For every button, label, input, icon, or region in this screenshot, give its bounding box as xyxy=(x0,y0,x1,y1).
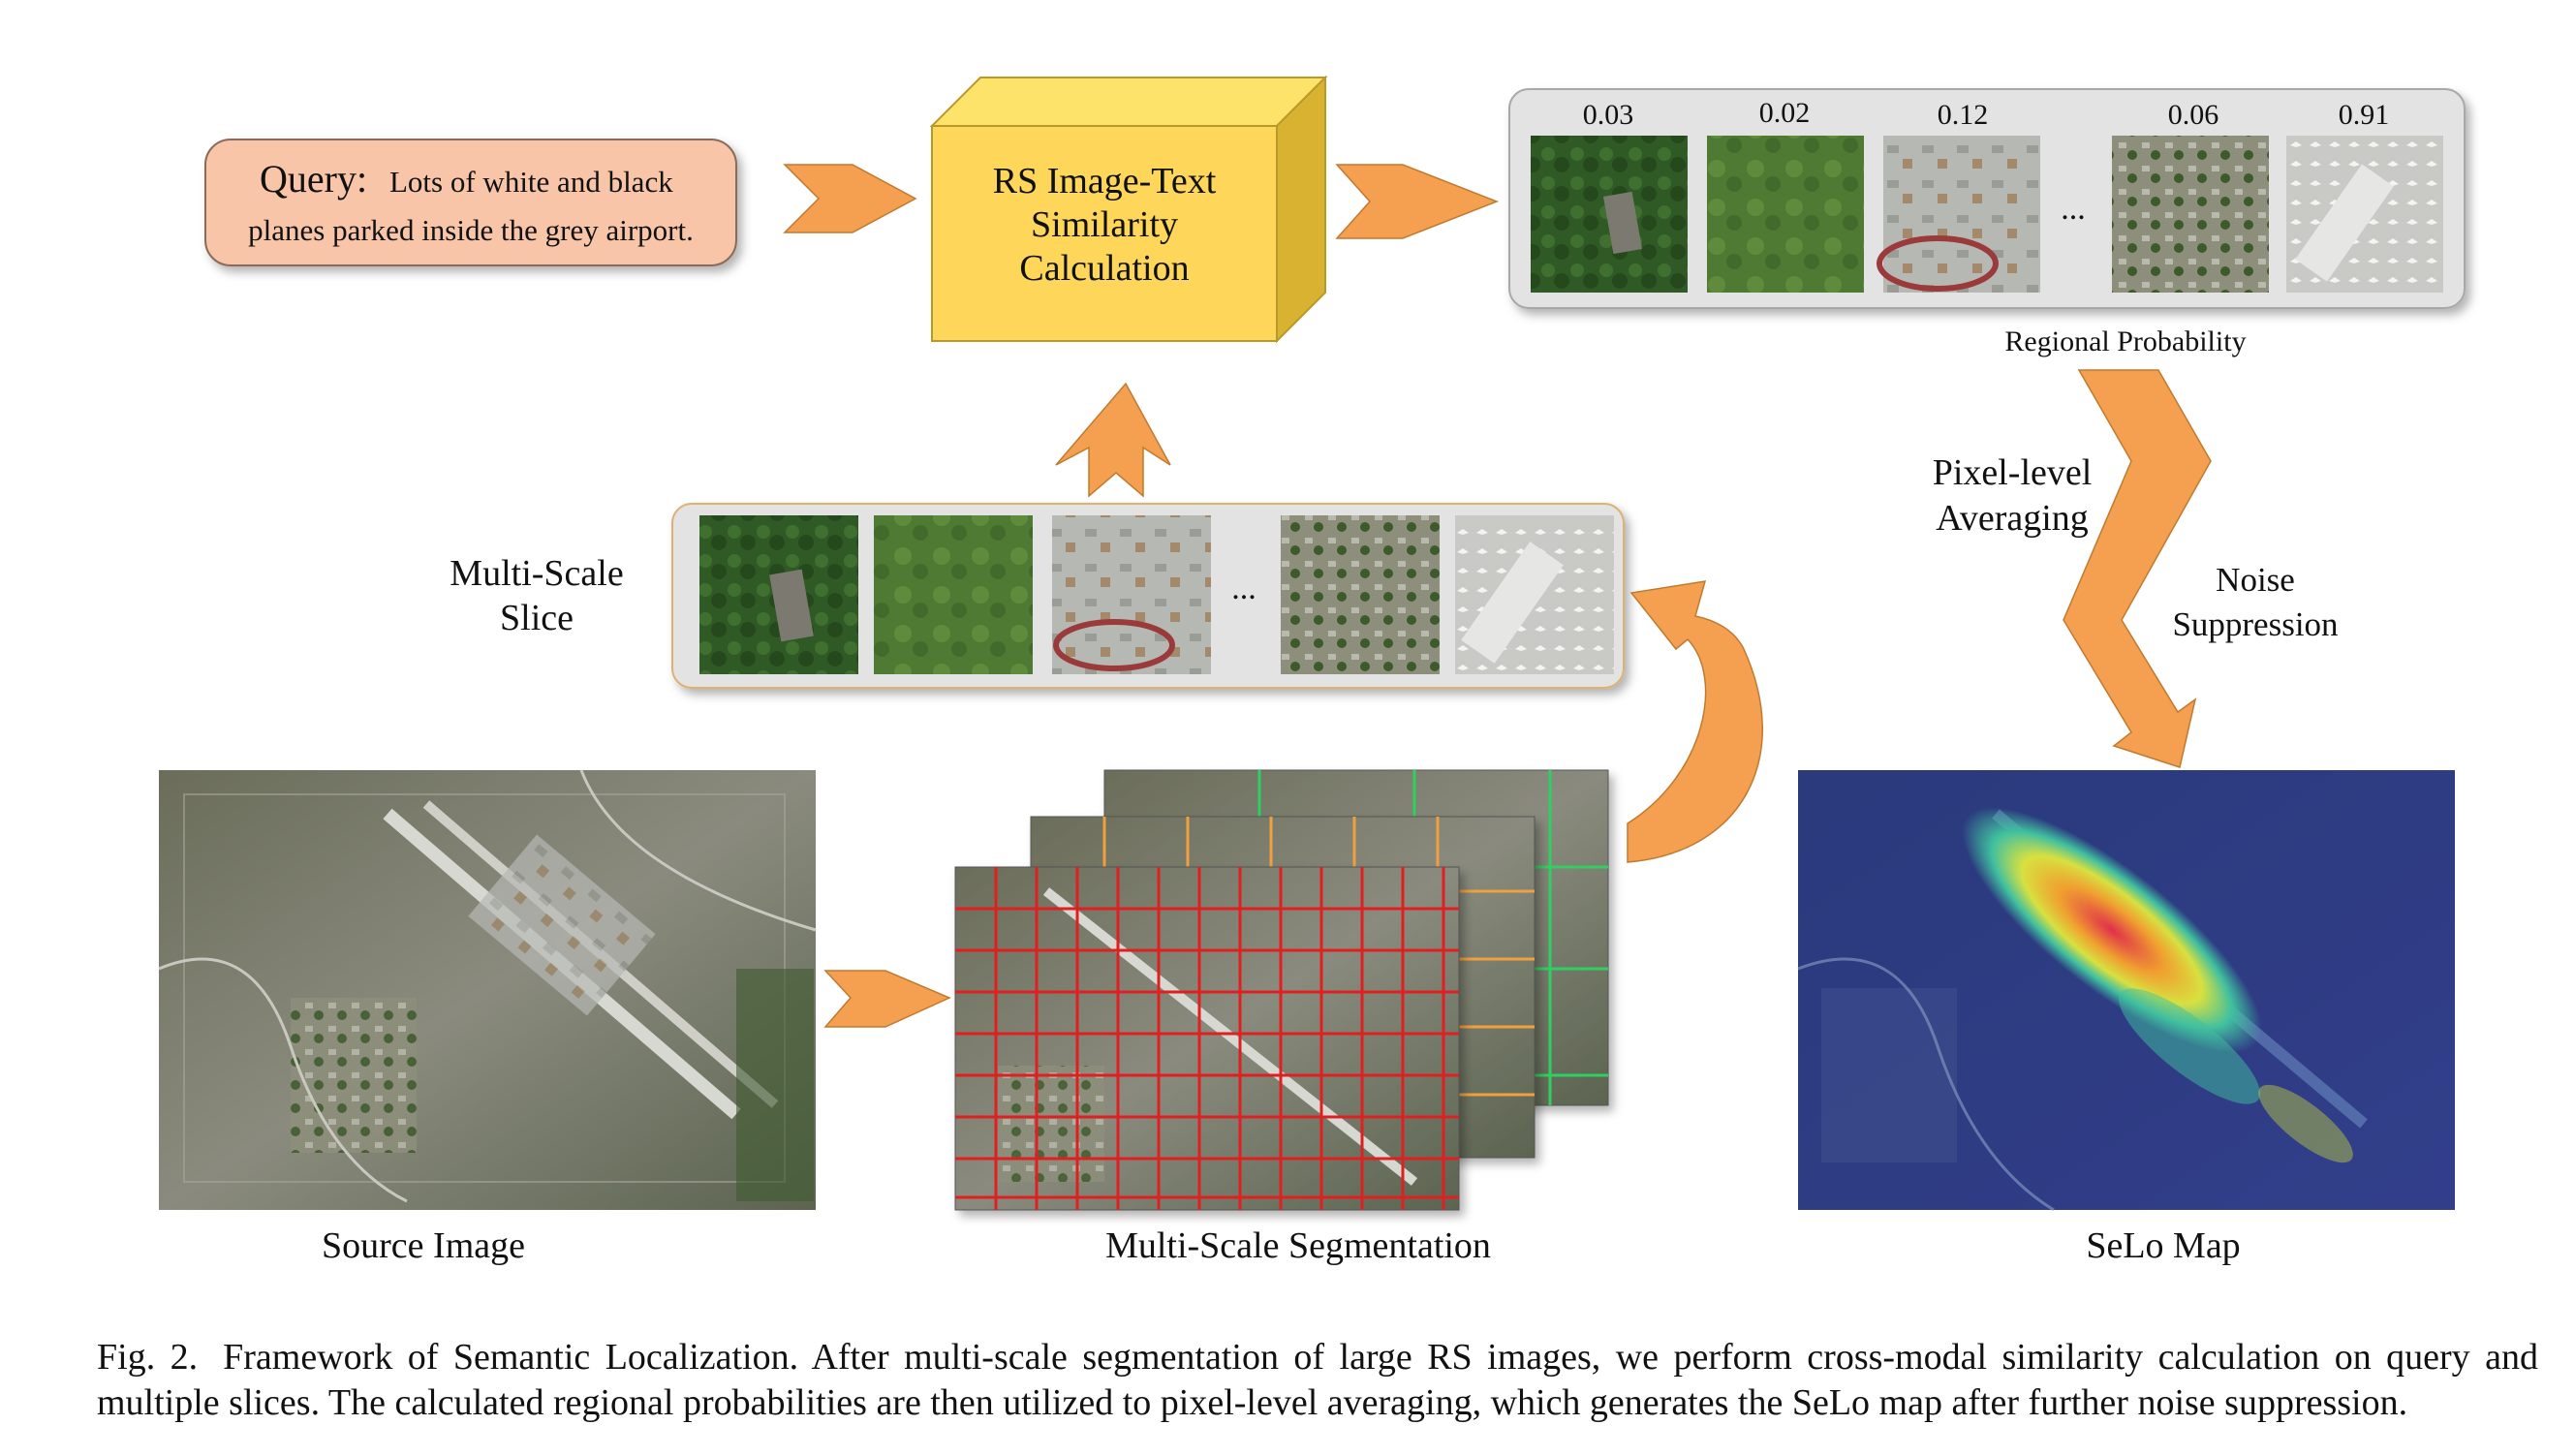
multi-scale-slice-line2: Slice xyxy=(500,598,574,638)
regional-probability-label: Regional Probability xyxy=(2004,325,2246,357)
probability-score-2: 0.02 xyxy=(1759,97,1811,129)
probability-score-4: 0.06 xyxy=(2168,99,2219,131)
arrow-slice-to-similarity xyxy=(1055,382,1171,498)
figure-caption: Fig. 2.Framework of Semantic Localizatio… xyxy=(97,1335,2538,1426)
query-text-line2: planes parked inside the grey airport. xyxy=(248,213,694,247)
query-label: Query: xyxy=(260,157,367,201)
pixel-averaging-line2: Averaging xyxy=(1936,498,2089,539)
arrow-query-to-similarity xyxy=(783,164,917,233)
probability-score-1: 0.03 xyxy=(1583,99,1634,131)
similarity-line2: Similarity xyxy=(1031,204,1178,245)
selo-map xyxy=(1797,770,2455,1212)
probability-score-3: 0.12 xyxy=(1938,99,1989,131)
similarity-calculation-box: RS Image-Text Similarity Calculation xyxy=(929,75,1328,344)
arrow-averaging-to-selo xyxy=(2063,369,2212,768)
slice-ellipsis: ... xyxy=(1231,571,1256,606)
multi-scale-slice-strip: ... xyxy=(671,503,1625,689)
query-box: Query: Lots of white and black planes pa… xyxy=(204,139,737,266)
probability-thumb-3 xyxy=(1883,136,2040,293)
multi-scale-slice-line1: Multi-Scale xyxy=(450,553,623,594)
source-image-label: Source Image xyxy=(322,1225,525,1266)
similarity-line3: Calculation xyxy=(1019,248,1189,289)
probability-thumb-4 xyxy=(2112,136,2269,293)
regional-probability-strip: 0.03 0.02 0.12 0.06 0.91 ... xyxy=(1508,88,2466,309)
segmentation-label: Multi-Scale Segmentation xyxy=(1105,1225,1491,1266)
slice-thumb-3 xyxy=(1052,515,1211,674)
pixel-averaging-line1: Pixel-level xyxy=(1933,452,2093,493)
arrow-source-to-segmentation xyxy=(823,970,951,1028)
caption-text: Framework of Semantic Localization. Afte… xyxy=(97,1337,2538,1423)
selo-map-label: SeLo Map xyxy=(2086,1225,2240,1266)
slice-thumb-4 xyxy=(1281,515,1440,674)
noise-suppression-line2: Suppression xyxy=(2172,605,2338,643)
source-image xyxy=(158,769,817,1210)
slice-thumb-2 xyxy=(874,515,1033,674)
query-text-line1: Lots of white and black xyxy=(389,165,673,199)
probability-score-5: 0.91 xyxy=(2339,99,2390,131)
probability-ellipsis: ... xyxy=(2061,191,2086,227)
figure-number: Fig. 2. xyxy=(97,1337,199,1378)
multi-scale-segmentation xyxy=(954,769,1609,1211)
similarity-line1: RS Image-Text xyxy=(993,161,1217,201)
probability-thumb-2 xyxy=(1707,136,1864,293)
arrow-similarity-to-probability xyxy=(1335,164,1500,239)
noise-suppression-line1: Noise xyxy=(2216,561,2295,599)
arrow-segmentation-to-slice xyxy=(1627,580,1763,863)
